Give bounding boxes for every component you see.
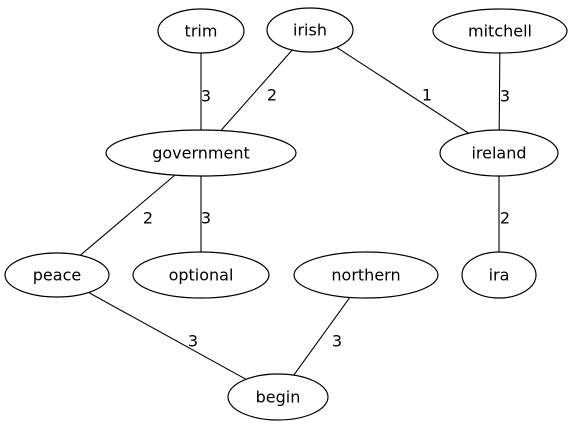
node-label: government [152,144,250,163]
edge-trim-government: 3 [200,53,211,130]
edge-weight-label: 2 [267,86,277,105]
edge-line [336,46,469,134]
node-optional: optional [132,251,270,299]
node-label: trim [185,22,218,41]
node-label: mitchell [468,22,532,41]
edge-line [220,49,293,131]
node-label: northern [331,266,400,285]
node-ellipse [4,252,110,298]
edge-irish-government: 2 [220,49,293,131]
edge-weight-label: 3 [500,87,510,106]
edge-government-optional: 3 [200,176,211,252]
edge-line [79,174,176,256]
edge-line [498,52,501,131]
node-ellipse [439,129,559,177]
edge-weight-label: 3 [188,332,198,351]
edge-irish-ireland: 1 [336,46,469,134]
node-label: ireland [471,144,526,163]
edge-weight-label: 3 [201,209,211,228]
edge-line [88,291,247,380]
node-label: begin [256,388,301,407]
edge-weight-label: 3 [201,87,211,106]
edge-weight-label: 1 [422,86,432,105]
node-northern: northern [293,251,439,299]
edge-weight-label: 3 [332,332,342,351]
edge-peace-begin: 3 [88,291,247,380]
node-ira: ira [461,251,537,299]
node-ellipse [461,251,537,299]
edge-northern-begin: 3 [293,297,351,376]
node-mitchell: mitchell [432,8,568,54]
node-ireland: ireland [439,129,559,177]
node-government: government [105,129,297,177]
node-label: peace [33,266,81,285]
edges-layer: 3 2 1 3 2 3 2 3 3 [79,46,510,380]
edge-ireland-ira: 2 [498,176,510,252]
nodes-layer: trim irish mitchell government ireland peace o… [4,7,568,421]
edge-weight-label: 2 [143,209,153,228]
node-ellipse [432,8,568,54]
node-trim: trim [157,8,245,54]
node-ellipse [157,8,245,54]
node-irish: irish [266,7,354,53]
node-ellipse [227,373,329,421]
node-ellipse [266,7,354,53]
node-label: optional [169,266,234,285]
edge-line [293,297,351,376]
node-begin: begin [227,373,329,421]
edge-government-peace: 2 [79,174,176,256]
node-label: irish [293,21,327,40]
node-ellipse [293,251,439,299]
node-label: ira [489,266,510,285]
node-ellipse [105,129,297,177]
node-peace: peace [4,252,110,298]
edge-weight-label: 2 [500,209,510,228]
node-ellipse [132,251,270,299]
edge-mitchell-ireland: 3 [498,52,510,131]
